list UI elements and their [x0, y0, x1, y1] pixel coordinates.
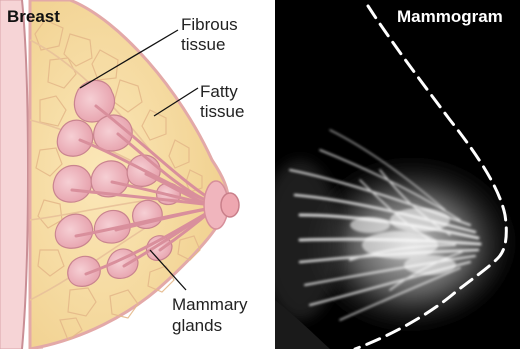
fibrous-label-line1: Fibrous: [181, 15, 238, 34]
nipple: [221, 193, 239, 217]
fibrous-label-line2: tissue: [181, 35, 225, 54]
fatty-label-line2: tissue: [200, 102, 244, 121]
anatomy-illustration-panel: Breast Fibrous tissue Fatty tissue Mamma…: [0, 0, 270, 349]
panel-divider: [270, 0, 275, 349]
fatty-label-line1: Fatty: [200, 82, 238, 101]
glands-label-line1: Mammary: [172, 295, 248, 314]
left-panel-title: Breast: [7, 7, 60, 26]
right-panel-title: Mammogram: [397, 7, 503, 26]
glands-label-line2: glands: [172, 316, 222, 335]
mammogram-panel: Mammogram: [260, 0, 520, 349]
chest-wall: [0, 0, 28, 349]
